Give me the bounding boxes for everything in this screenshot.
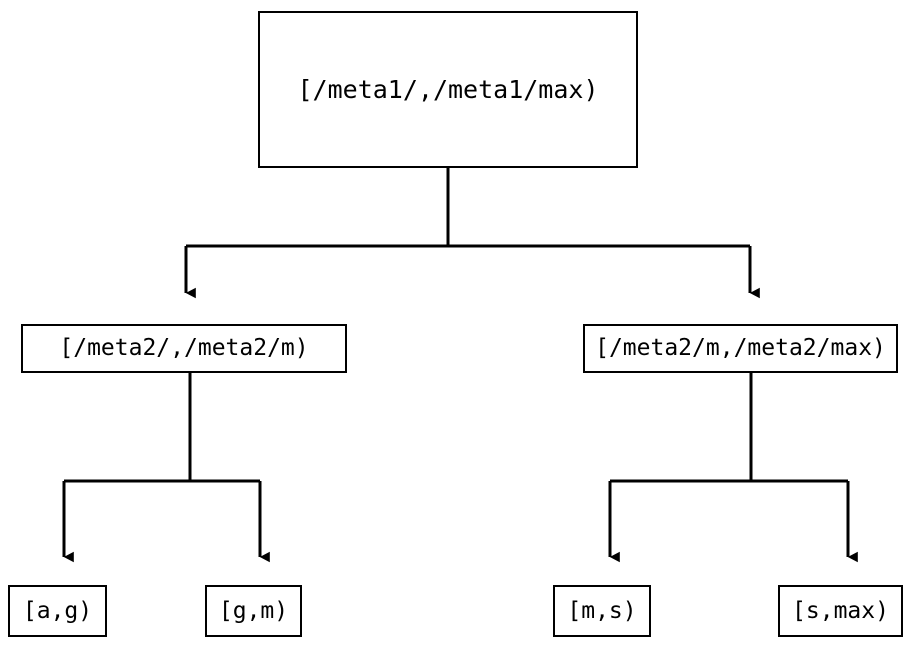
edge-mid-right-to-leaves-group <box>608 373 858 563</box>
tree-node-leaf-3: [s,max) <box>778 585 903 637</box>
tree-node-leaf-1-label: [g,m) <box>218 597 289 624</box>
edge-mid-left-to-leaves-group <box>62 373 270 563</box>
tree-node-mid-right: [/meta2/m,/meta2/max) <box>583 324 898 373</box>
tree-node-leaf-0: [a,g) <box>8 585 107 637</box>
tree-node-leaf-2: [m,s) <box>553 585 651 637</box>
tree-node-leaf-0-label: [a,g) <box>22 597 93 624</box>
tree-node-mid-left-label: [/meta2/,/meta2/m) <box>59 335 309 361</box>
edge-root-to-mid-group <box>184 168 760 299</box>
tree-node-mid-left: [/meta2/,/meta2/m) <box>21 324 347 373</box>
tree-node-mid-right-label: [/meta2/m,/meta2/max) <box>595 335 886 361</box>
tree-node-root-label: [/meta1/,/meta1/max) <box>297 75 599 104</box>
tree-node-root: [/meta1/,/meta1/max) <box>258 11 638 168</box>
tree-node-leaf-3-label: [s,max) <box>792 597 889 624</box>
tree-node-leaf-1: [g,m) <box>205 585 302 637</box>
tree-node-leaf-2-label: [m,s) <box>567 597 637 624</box>
